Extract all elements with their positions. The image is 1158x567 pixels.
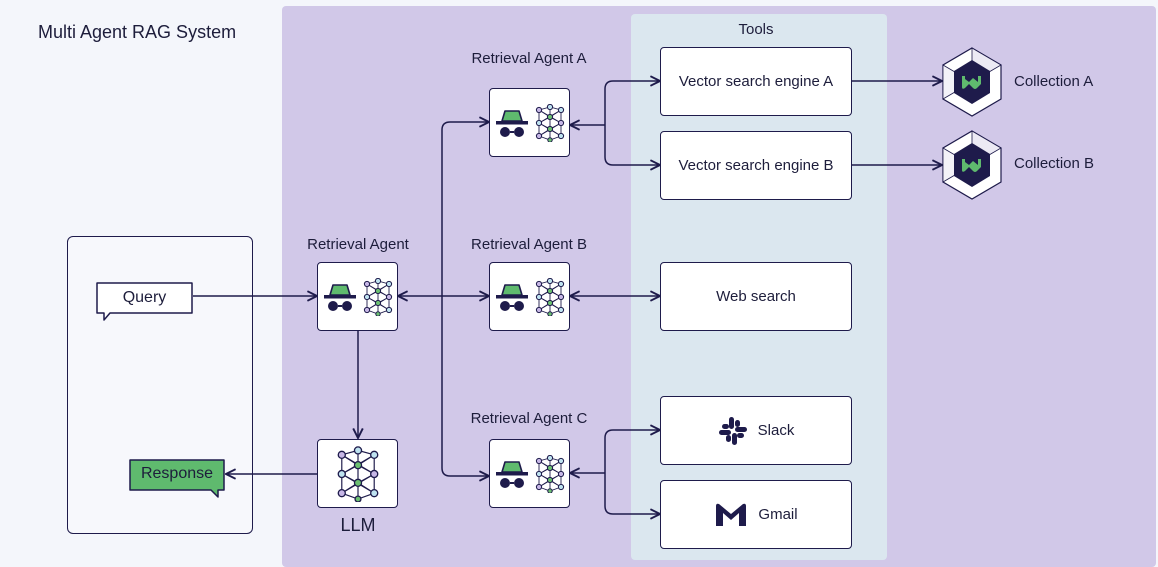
collection-a-label: Collection A bbox=[1014, 73, 1094, 90]
retrieval-agent-label: Retrieval Agent bbox=[307, 236, 409, 253]
collection-b-node bbox=[940, 129, 1004, 201]
neural-network-icon bbox=[535, 103, 564, 142]
agent-a-label: Retrieval Agent A bbox=[471, 50, 587, 67]
agent-b-label: Retrieval Agent B bbox=[471, 236, 587, 253]
tools-title: Tools bbox=[738, 21, 774, 38]
query-label: Query bbox=[122, 289, 167, 306]
weaviate-collection-icon bbox=[942, 47, 1002, 117]
agent-c-node bbox=[489, 439, 570, 508]
response-label: Response bbox=[140, 465, 214, 482]
query-bubble: Query bbox=[96, 282, 193, 321]
agent-b-node bbox=[489, 262, 570, 331]
slack-label: Slack bbox=[757, 422, 795, 439]
agent-c-label: Retrieval Agent C bbox=[470, 410, 588, 427]
neural-network-icon bbox=[535, 277, 564, 316]
collection-a-node bbox=[940, 46, 1004, 118]
llm-label: LLM bbox=[340, 515, 376, 535]
vector-search-b-node: Vector search engine B bbox=[660, 131, 852, 200]
spy-agent-icon bbox=[495, 460, 528, 488]
vector-search-a-label: Vector search engine A bbox=[678, 73, 834, 90]
agent-a-node bbox=[489, 88, 570, 157]
spy-agent-icon bbox=[323, 283, 356, 311]
web-search-label: Web search bbox=[716, 288, 796, 305]
diagram-title: Multi Agent RAG System bbox=[38, 22, 237, 42]
retrieval-agent-node bbox=[317, 262, 398, 331]
llm-node bbox=[317, 439, 398, 508]
vector-search-b-label: Vector search engine B bbox=[678, 157, 834, 174]
spy-agent-icon bbox=[495, 109, 528, 137]
collection-b-label: Collection B bbox=[1014, 155, 1095, 172]
slack-node: Slack bbox=[660, 396, 852, 465]
gmail-node: Gmail bbox=[660, 480, 852, 549]
spy-agent-icon bbox=[495, 283, 528, 311]
neural-network-icon bbox=[337, 445, 378, 502]
response-bubble: Response bbox=[129, 459, 225, 499]
slack-icon bbox=[718, 416, 747, 445]
weaviate-collection-icon bbox=[942, 130, 1002, 200]
vector-search-a-node: Vector search engine A bbox=[660, 47, 852, 116]
gmail-label: Gmail bbox=[758, 506, 798, 523]
neural-network-icon bbox=[535, 454, 564, 493]
edge-branch-vertical bbox=[441, 122, 489, 476]
gmail-icon bbox=[716, 503, 747, 526]
web-search-node: Web search bbox=[660, 262, 852, 331]
neural-network-icon bbox=[363, 277, 392, 316]
